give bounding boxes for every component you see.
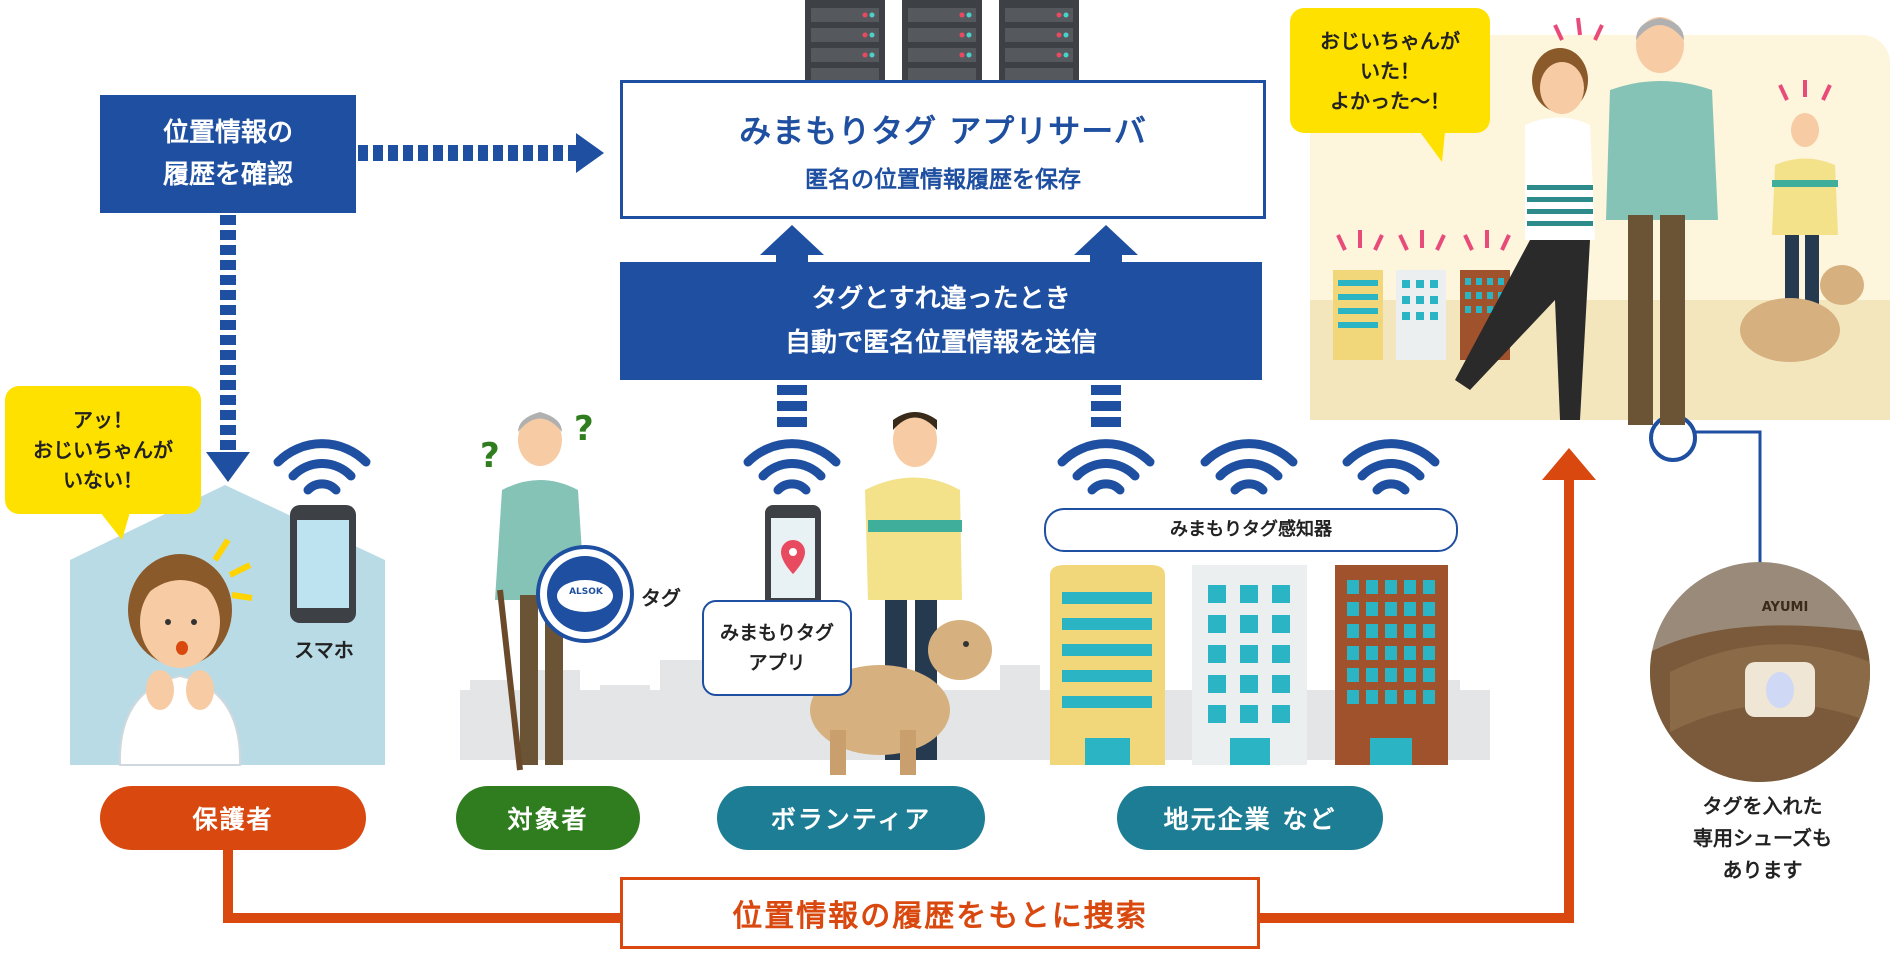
detector-label: みまもりタグ感知器 [1170, 519, 1332, 540]
app-server-title: みまもりタグ アプリサーバ [739, 111, 1147, 150]
surprise-lines-icon [1336, 17, 1832, 251]
check-history-line2: 履歴を確認 [162, 160, 293, 190]
guardian-speech-bubble: アッ！ おじいちゃんが いない！ [5, 386, 201, 514]
tag-label: タグ [641, 586, 681, 610]
small-building-yellow [1333, 270, 1383, 360]
building-yellow [1050, 565, 1165, 765]
shoe-brand-text: AYUMI [1761, 600, 1809, 615]
shoe-caption-line3: あります [1722, 858, 1803, 882]
question-mark-icon: ? [480, 436, 500, 476]
building-white [1192, 565, 1307, 765]
role-volunteer-pill: ボランティア [717, 786, 985, 850]
shoe-caption-line1: タグを入れた [1702, 794, 1823, 818]
app-server-subtitle: 匿名の位置情報履歴を保存 [805, 166, 1081, 193]
volunteer-with-dog-figure [1740, 113, 1864, 362]
elderly-man-found-figure [1606, 17, 1718, 425]
role-local-business-pill: 地元企業 など [1117, 786, 1383, 850]
question-mark-icon: ? [574, 409, 594, 449]
app-server-box: みまもりタグ アプリサーバ 匿名の位置情報履歴を保存 [620, 80, 1266, 219]
map-smartphone-icon [765, 505, 821, 609]
history-to-guardian-arrowhead [206, 452, 250, 482]
building-brown [1335, 565, 1448, 765]
guardian-bubble-tail [100, 512, 130, 540]
found-bubble-tail [1420, 132, 1445, 162]
tag-logo-text: ALSOK [569, 587, 603, 597]
check-history-box: 位置情報の 履歴を確認 [100, 95, 356, 213]
search-by-history-box: 位置情報の履歴をもとに捜索 [620, 877, 1260, 949]
tag-device-icon [536, 545, 634, 643]
app-box-line2: アプリ [748, 652, 806, 674]
small-building-white [1396, 270, 1446, 360]
found-bubble-line1: おじいちゃんが [1320, 28, 1460, 53]
special-shoe-photo [1650, 562, 1870, 782]
mimamori-app-box: みまもりタグ アプリ [702, 600, 852, 696]
guardian-bubble-line3: いない！ [63, 468, 143, 492]
worried-woman-figure [118, 554, 242, 766]
detector-label-box: みまもりタグ感知器 [1044, 508, 1458, 552]
shoe-caption-line2: 専用シューズも [1693, 826, 1832, 850]
shoe-connector-line [1695, 430, 1762, 565]
role-target-pill: 対象者 [456, 786, 640, 850]
shoe-caption: タグを入れた 専用シューズも あります [1660, 790, 1865, 886]
upload-arrowhead-left [760, 225, 824, 262]
history-to-server-arrowhead [576, 133, 604, 173]
upload-arrowhead-right [1074, 225, 1138, 262]
smartphone-icon [290, 505, 356, 623]
found-bubble-line2: いた！ [1360, 58, 1420, 83]
guardian-bubble-line2: おじいちゃんが [33, 438, 173, 462]
auto-send-line2: 自動で匿名位置情報を送信 [784, 328, 1097, 358]
found-speech-bubble: おじいちゃんが いた！ よかった～！ [1290, 8, 1490, 133]
alarm-burst-icon [212, 538, 253, 601]
smartphone-label: スマホ [294, 638, 354, 662]
check-history-line1: 位置情報の [162, 118, 293, 148]
auto-send-line1: タグとすれ違ったとき [811, 284, 1071, 314]
role-guardian-pill: 保護者 [100, 786, 366, 850]
found-bubble-line3: よかった～！ [1330, 88, 1450, 113]
search-flow-arrowhead [1542, 448, 1596, 480]
relieved-woman-figure [1455, 48, 1595, 420]
app-box-line1: みまもりタグ [719, 622, 834, 644]
guardian-bubble-line1: アッ！ [73, 408, 133, 432]
auto-send-box: タグとすれ違ったとき 自動で匿名位置情報を送信 [620, 262, 1262, 380]
